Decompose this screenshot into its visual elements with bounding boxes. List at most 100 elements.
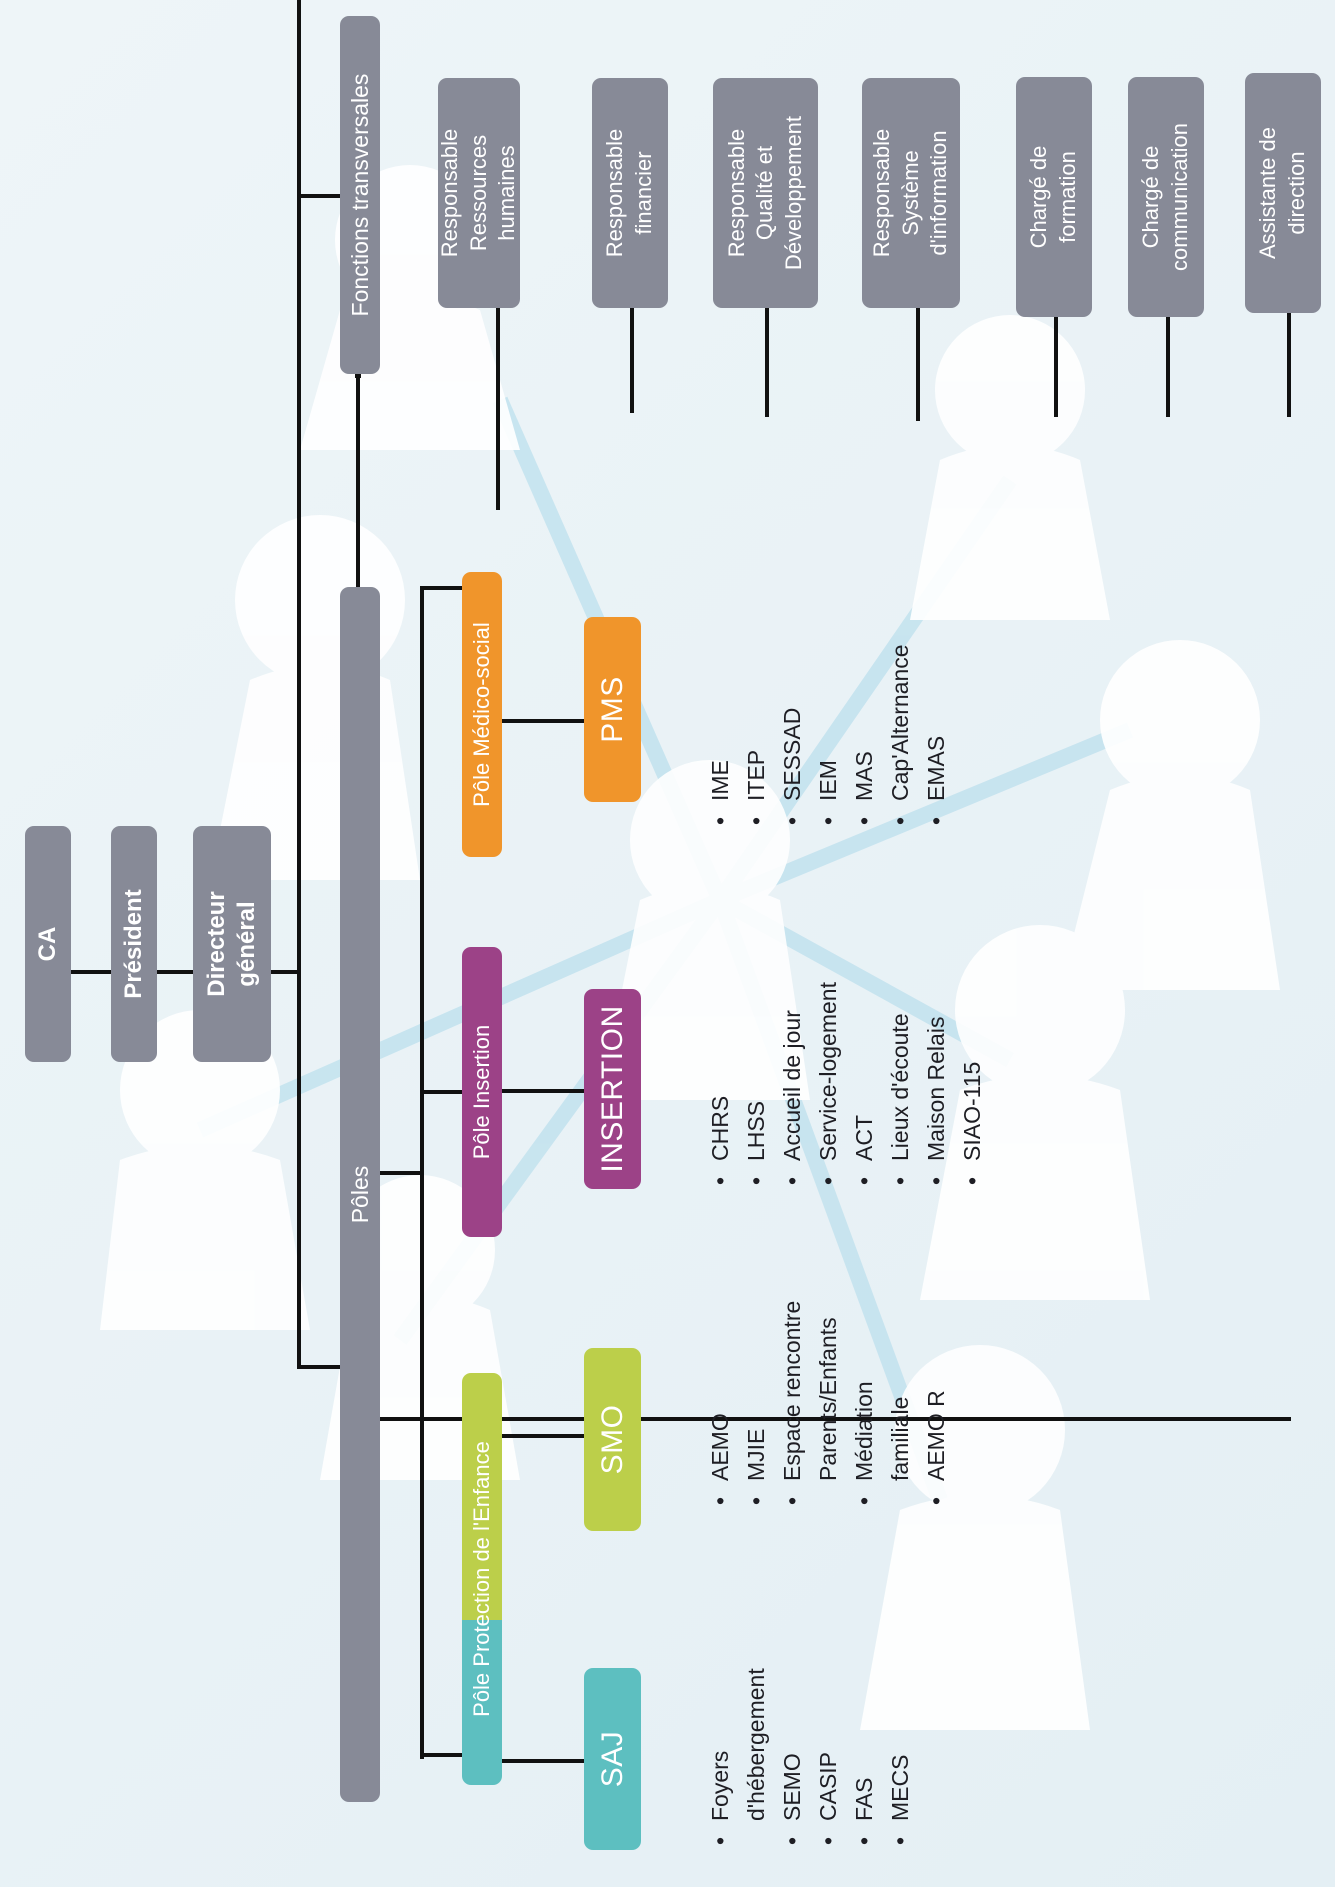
- list-item: AEMO: [702, 1301, 738, 1507]
- ca-label: CA: [34, 926, 61, 962]
- list-item: MJIE: [738, 1301, 774, 1507]
- role-formation-line-2: formation: [1055, 151, 1080, 243]
- role-rh-line-2: Ressources: [465, 134, 491, 252]
- role-assistante-line-1: Assistante de: [1255, 126, 1281, 260]
- fonctions-transversales-bar: Fonctions transversales: [340, 16, 380, 374]
- directeur-general-label-1: Directeur: [203, 891, 230, 997]
- connector-fonctions-bus-right: [1287, 1417, 1291, 1421]
- list-item: SESSAD: [774, 644, 810, 827]
- connector-role-rh: [496, 308, 500, 510]
- connector-pole-ins: [420, 1090, 465, 1094]
- role-rh-line-3: humaines: [494, 145, 520, 241]
- poles-category-bar: Pôles: [340, 587, 380, 1802]
- connector-role-formation: [1054, 317, 1058, 417]
- role-rh-line-1: Responsable: [437, 128, 463, 258]
- service-pms-label: PMS: [595, 676, 629, 743]
- role-si-line-3: d'information: [926, 130, 952, 256]
- service-saj-box: SAJ: [584, 1668, 641, 1850]
- role-financier-box: Responsable financier: [592, 78, 668, 308]
- connector-trunk: [297, 0, 301, 1369]
- connector-ins: [500, 1089, 584, 1093]
- role-qualite-line-1: Responsable: [723, 128, 749, 258]
- list-item: ACT: [846, 982, 882, 1187]
- connector-role-assistante: [1287, 313, 1291, 417]
- role-formation-line-1: Chargé de: [1026, 145, 1052, 249]
- connector-to-fonctions: [297, 194, 342, 198]
- connector-dg-trunk: [271, 970, 300, 974]
- connector-role-si: [916, 308, 920, 421]
- connector-to-poles: [297, 1365, 342, 1369]
- role-qualite-line-2: Qualité et: [752, 145, 778, 241]
- list-item: SEMO: [774, 1668, 810, 1847]
- directeur-general-label-2: général: [233, 901, 260, 987]
- list-item: CASIP: [810, 1668, 846, 1847]
- service-pms-list: IME ITEP SESSAD IEM MAS Cap'Alternance E…: [702, 644, 954, 827]
- list-item: Médiation: [846, 1301, 882, 1507]
- connector-role-financier: [630, 308, 634, 413]
- fonctions-transversales-label: Fonctions transversales: [346, 73, 373, 317]
- directeur-general-box: Directeur général: [193, 826, 271, 1062]
- connector-role-qualite: [765, 308, 769, 417]
- pole-protection-enfance-label: Pôle Protection de l'Enfance: [469, 1441, 494, 1717]
- connector-poles-stem: [380, 1171, 420, 1175]
- role-si-line-2: Système: [897, 150, 923, 236]
- list-item-continuation: d'hébergement: [743, 1668, 769, 1821]
- connector-saj: [500, 1759, 584, 1763]
- list-item: LHSS: [738, 982, 774, 1187]
- role-rh-box: Responsable Ressources humaines: [437, 78, 520, 308]
- connector-poles-bus: [420, 589, 424, 1759]
- list-item: CHRS: [702, 982, 738, 1187]
- list-item: MAS: [846, 644, 882, 827]
- role-communication-line-1: Chargé de: [1138, 145, 1164, 249]
- pole-protection-enfance-box: Pôle Protection de l'Enfance: [462, 1373, 502, 1785]
- pole-insertion-box: Pôle Insertion: [462, 947, 502, 1237]
- list-item: Lieux d'écoute: [882, 982, 918, 1187]
- list-item: Cap'Alternance: [882, 644, 918, 827]
- role-financier-line-1: Responsable: [602, 128, 628, 258]
- list-item: Accueil de jour: [774, 982, 810, 1187]
- president-label: Président: [120, 889, 147, 999]
- service-insertion-list: CHRS LHSS Accueil de jour Service-logeme…: [702, 982, 990, 1187]
- role-si-box: Responsable Système d'information: [862, 78, 960, 308]
- list-item: SIAO-115: [954, 982, 990, 1187]
- service-smo-box: SMO: [584, 1348, 641, 1531]
- role-assistante-box: Assistante de direction: [1245, 73, 1321, 313]
- service-pms-box: PMS: [584, 617, 641, 802]
- ca-box: CA: [25, 826, 71, 1062]
- pole-medico-social-box: Pôle Médico-social: [462, 572, 502, 857]
- list-item-continuation: Parents/Enfants: [815, 1317, 841, 1481]
- connector-pole-pms: [420, 586, 465, 590]
- role-financier-line-2: financier: [631, 151, 656, 235]
- list-item: ITEP: [738, 644, 774, 827]
- connector-smo: [500, 1434, 584, 1438]
- list-item: FAS: [846, 1668, 882, 1847]
- service-smo-list: AEMO MJIE Espace rencontre Parents/Enfan…: [702, 1301, 954, 1507]
- role-qualite-line-3: Développement: [780, 115, 806, 271]
- role-communication-line-2: communication: [1167, 123, 1192, 271]
- list-item: EMAS: [918, 644, 954, 827]
- service-insertion-label: INSERTION: [595, 1005, 629, 1173]
- list-item: Espace rencontre: [774, 1301, 810, 1507]
- list-item: MECS: [882, 1668, 918, 1847]
- role-communication-box: Chargé de communication: [1128, 77, 1204, 317]
- role-qualite-box: Responsable Qualité et Développement: [713, 78, 818, 308]
- pole-medico-social-label: Pôle Médico-social: [469, 622, 494, 807]
- role-formation-box: Chargé de formation: [1016, 77, 1092, 317]
- list-item: Service-logement: [810, 982, 846, 1187]
- list-item: AEMO R: [918, 1301, 954, 1507]
- service-smo-label: SMO: [595, 1404, 629, 1475]
- service-saj-list: Foyers d'hébergement SEMO CASIP FAS MECS: [702, 1668, 918, 1847]
- list-item: IEM: [810, 644, 846, 827]
- connector-role-communication: [1166, 317, 1170, 417]
- list-item: Foyers: [702, 1668, 738, 1847]
- president-box: Président: [111, 826, 157, 1062]
- list-item-continuation: familiale: [887, 1396, 913, 1481]
- list-item: IME: [702, 644, 738, 827]
- service-insertion-box: INSERTION: [584, 989, 641, 1189]
- pole-insertion-label: Pôle Insertion: [469, 1024, 494, 1160]
- list-item: Maison Relais: [918, 982, 954, 1187]
- connector-pms: [500, 719, 584, 723]
- connector-pole-pe: [420, 1753, 465, 1757]
